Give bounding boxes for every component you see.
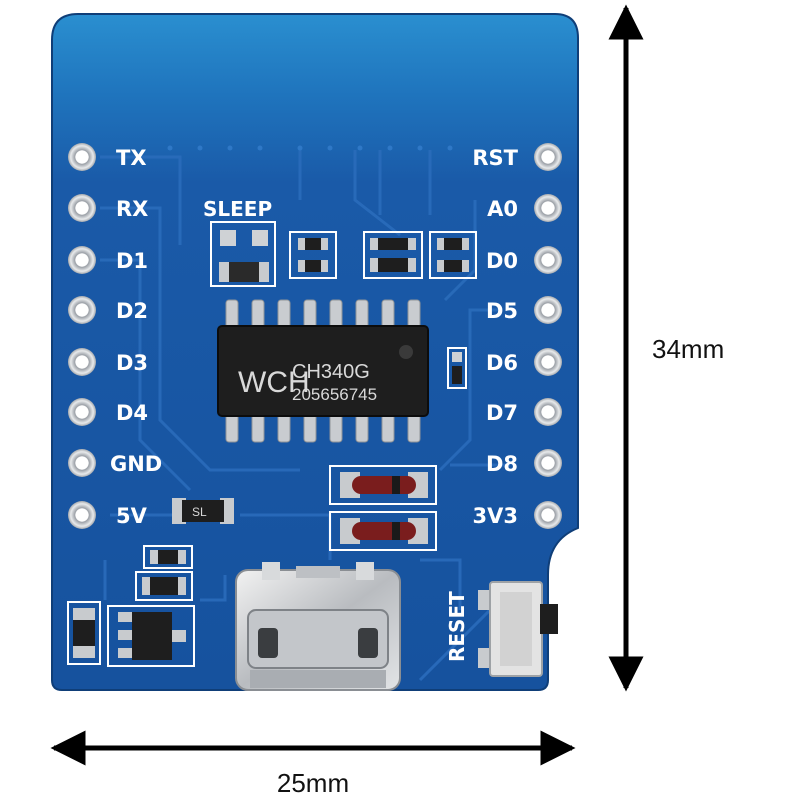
smd-component [135, 545, 193, 601]
pin-label-a0: A0 [487, 197, 518, 221]
pin-label-d3: D3 [116, 351, 148, 375]
right-pin-labels: RST A0 D0 D5 D6 D7 D8 3V3 [472, 146, 518, 528]
pin-label-d1: D1 [116, 249, 148, 273]
regulator-chip: SL [172, 498, 234, 524]
pin-label-d5: D5 [486, 299, 518, 323]
pin-pad [534, 296, 562, 324]
pin-pad [68, 296, 96, 324]
diode [329, 465, 437, 505]
pin-pad [534, 246, 562, 274]
usb-port-icon [235, 562, 401, 691]
pin-pad [68, 246, 96, 274]
pin-pad [534, 143, 562, 171]
left-pin-labels: TX RX D1 D2 D3 D4 GND 5V [110, 146, 162, 528]
pin-label-d0: D0 [486, 249, 518, 273]
pin-pad [534, 348, 562, 376]
smd-component [363, 231, 423, 279]
pin-pad [534, 194, 562, 222]
width-dimension: 25mm [50, 730, 576, 798]
smd-component [67, 601, 101, 665]
pin-label-tx: TX [116, 146, 147, 170]
diode [329, 511, 437, 551]
regulator-marking: SL [192, 505, 207, 519]
pin-label-d4: D4 [116, 401, 148, 425]
pcb-vias [167, 145, 453, 151]
pin-label-rx: RX [116, 197, 148, 221]
pin-pad [68, 501, 96, 529]
smd-component [289, 231, 337, 279]
pin-label-gnd: GND [110, 452, 162, 476]
pin-pad [534, 501, 562, 529]
smd-component [447, 347, 467, 389]
smd-component [429, 231, 477, 279]
right-pin-header [534, 143, 562, 529]
pin-pad [68, 449, 96, 477]
pin-pad [68, 398, 96, 426]
chip-serial: 205656745 [292, 385, 377, 404]
left-pin-header [68, 143, 96, 529]
pin-pad [68, 348, 96, 376]
pin-label-3v3: 3V3 [473, 504, 518, 528]
width-label: 25mm [277, 768, 349, 798]
pin-pad [68, 194, 96, 222]
pin-pad [534, 449, 562, 477]
pin-label-5v: 5V [116, 504, 148, 528]
pin-label-d8: D8 [486, 452, 518, 476]
height-label: 34mm [652, 334, 724, 364]
pin-pad [534, 398, 562, 426]
reset-label: RESET [445, 591, 469, 662]
chip-logo: WCH [238, 366, 310, 399]
pin-label-d7: D7 [486, 401, 518, 425]
ch340g-chip: WCH CH340G 205656745 [217, 325, 429, 417]
reset-button-icon[interactable] [478, 581, 558, 677]
pin-label-d6: D6 [486, 351, 518, 375]
ldo-regulator [107, 605, 195, 667]
pin-pad [68, 143, 96, 171]
height-dimension: 34mm [608, 4, 724, 692]
sleep-label: SLEEP [203, 197, 272, 221]
chip-model: CH340G [292, 361, 370, 383]
sleep-jumper [210, 221, 276, 287]
pin-label-d2: D2 [116, 299, 148, 323]
pin-label-rst: RST [472, 146, 518, 170]
